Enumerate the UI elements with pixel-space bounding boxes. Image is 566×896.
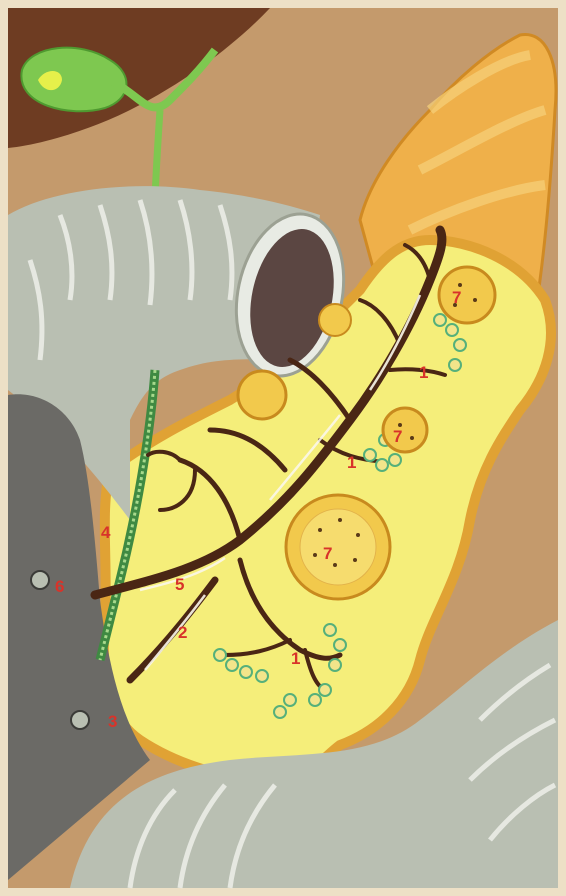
label-5: 5 (175, 575, 184, 594)
label-7-top: 7 (452, 288, 461, 307)
label-2: 2 (178, 623, 187, 642)
label-4: 4 (101, 523, 111, 542)
label-7-large: 7 (323, 544, 332, 563)
label-1-middle: 1 (347, 453, 356, 472)
islet-mid-right (383, 408, 427, 452)
label-7-mid: 7 (393, 427, 402, 446)
label-3: 3 (108, 712, 117, 731)
label-1-upper: 1 (419, 363, 428, 382)
papilla-minor (71, 711, 89, 729)
islet-top-right (439, 267, 495, 323)
papilla-major (31, 571, 49, 589)
islet-small (319, 304, 351, 336)
label-6: 6 (55, 577, 64, 596)
islet-large-inner (300, 509, 376, 585)
islet-left (238, 371, 286, 419)
label-1-lower: 1 (291, 649, 300, 668)
